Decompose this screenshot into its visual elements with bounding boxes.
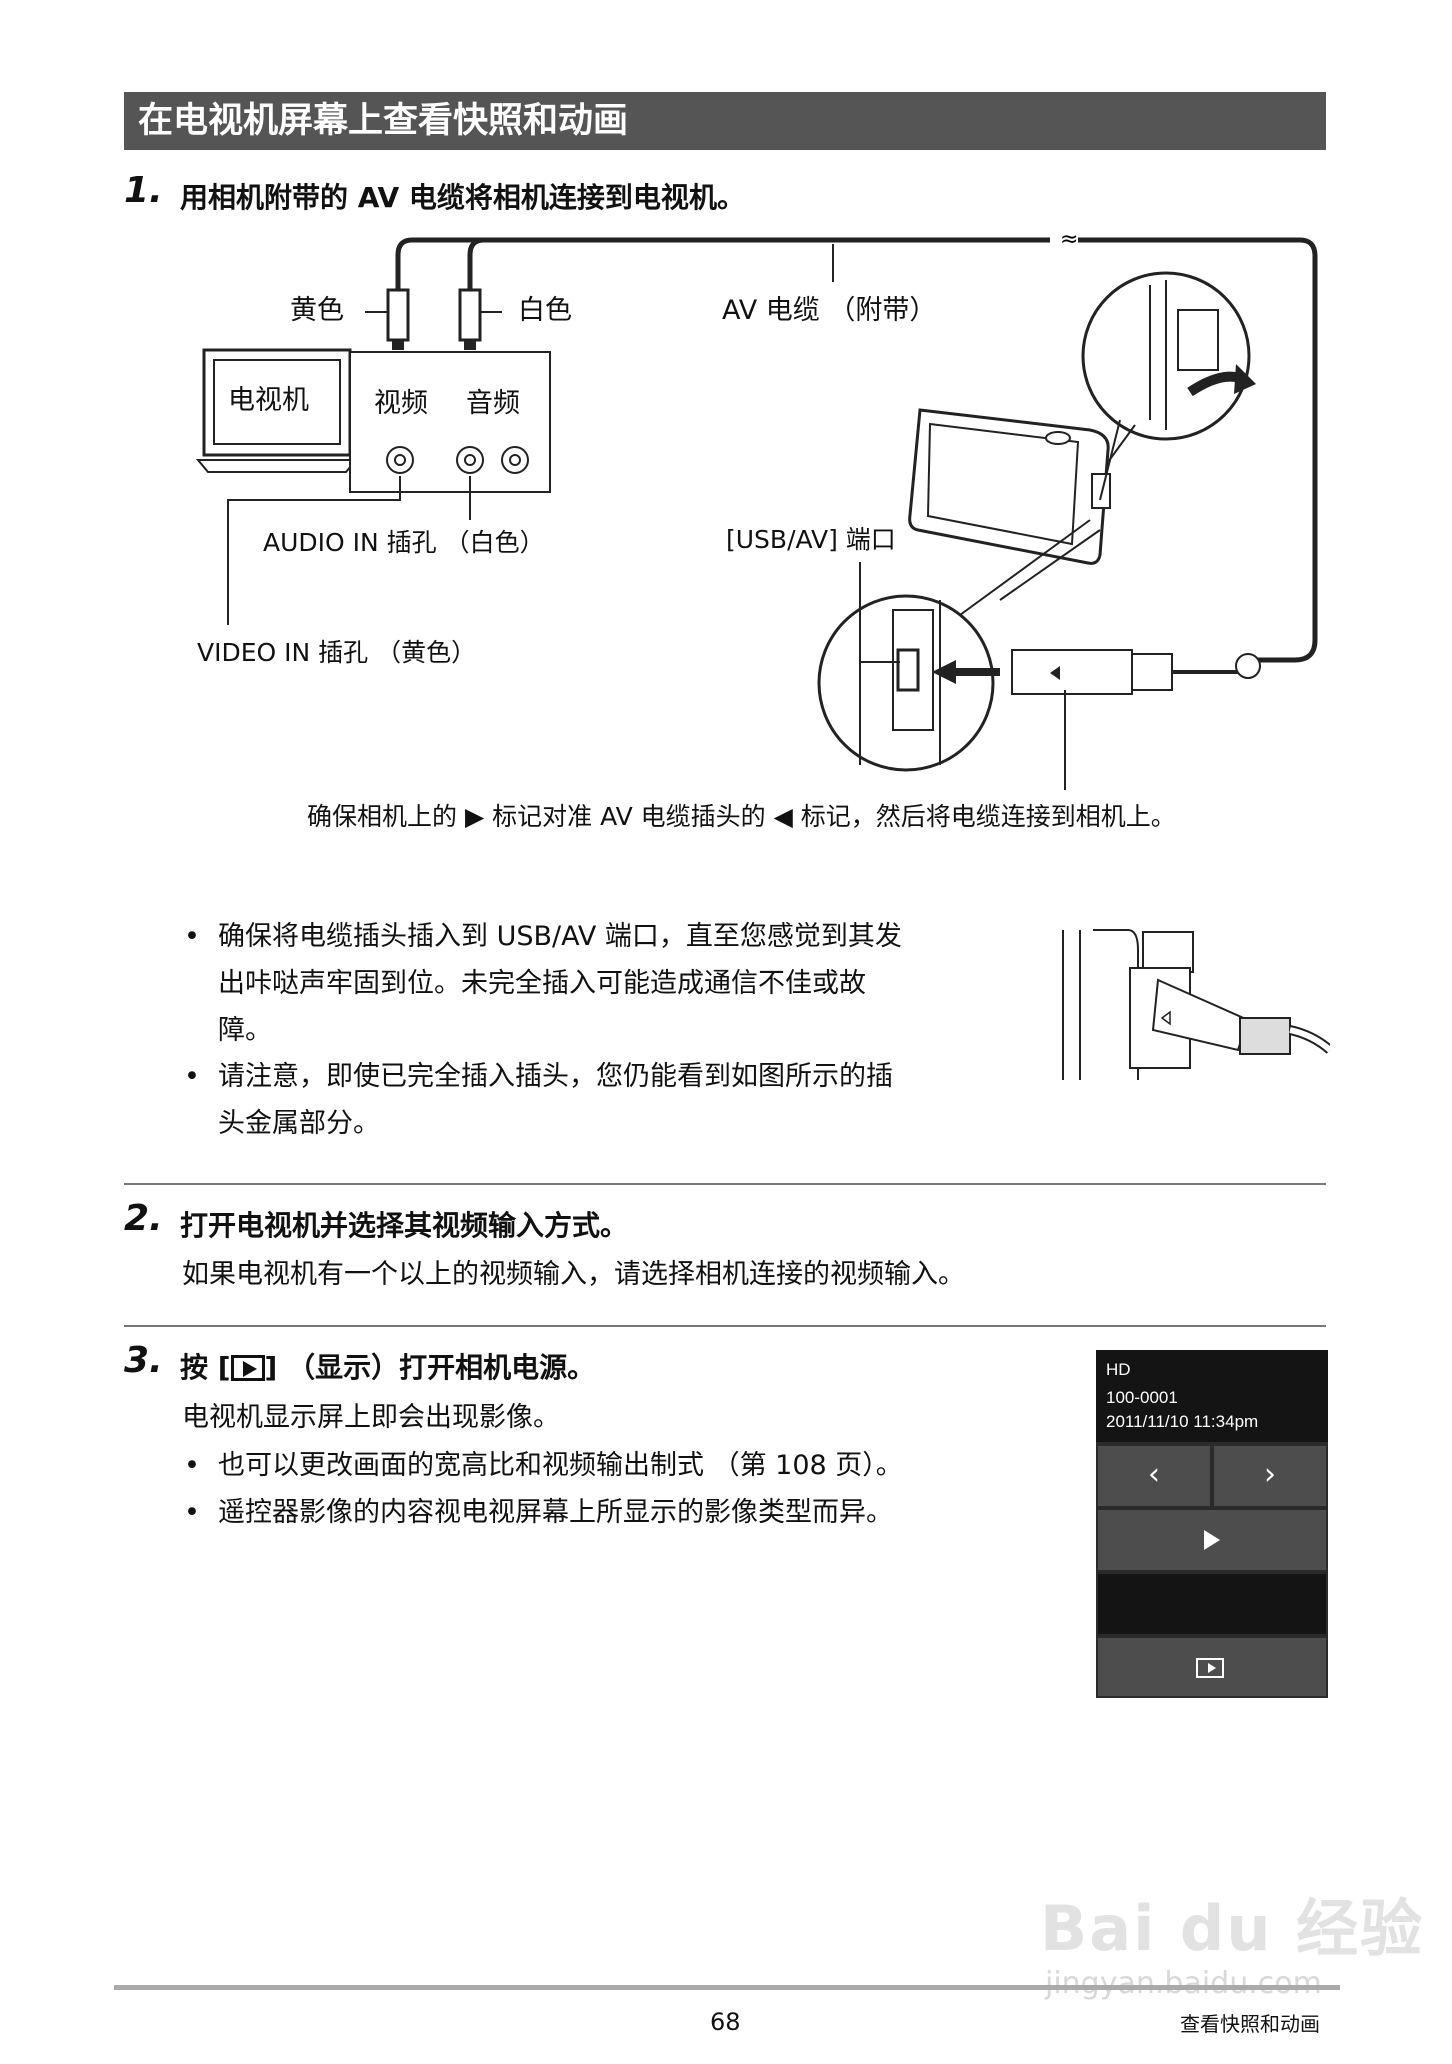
bullet-dot: • [184,921,200,952]
divider [124,1325,1326,1327]
chevron-left-icon: ‹ [1148,1457,1160,1492]
slideshow-button[interactable] [1098,1638,1326,1696]
label-yellow: 黄色 [290,295,344,326]
step2-body: 如果电视机有一个以上的视频输入，请选择相机连接的视频输入。 [182,1259,965,1290]
label-audio: 音频 [466,388,520,419]
play-button[interactable] [1098,1510,1326,1570]
step1-bullet-1: 确保将电缆插头插入到 USB/AV 端口，直至您感觉到其发 出咔哒声牢固到位。未… [218,921,902,1046]
footer-section: 查看快照和动画 [1180,2012,1320,2036]
label-white: 白色 [518,295,572,326]
label-video-in: VIDEO IN 插孔 （黄色） [197,638,477,667]
prev-button[interactable]: ‹ [1098,1446,1210,1506]
file-number: 100-0001 [1106,1388,1178,1407]
divider [124,1183,1326,1185]
label-video: 视频 [374,388,428,419]
section-title: 在电视机屏幕上查看快照和动画 [124,92,1326,150]
quality-label: HD [1106,1360,1131,1379]
step2-title: 打开电视机并选择其视频输入方式。 [180,1209,629,1242]
svg-text:≈: ≈ [1060,227,1078,252]
remote-screen: HD 100-0001 2011/11/10 11:34pm ‹ › [1096,1350,1328,1698]
bullet-dot: • [184,1450,200,1481]
step2-number: 2. [124,1198,163,1239]
step3-bullet-1: 也可以更改画面的宽高比和视频输出制式 （第 108 页）。 [218,1450,903,1481]
step3-title: 按 [] （显示）打开相机电源。 [180,1351,596,1384]
slideshow-icon [1196,1658,1224,1678]
slideshow-icon-play [1208,1663,1216,1673]
play-icon [1204,1530,1220,1550]
watermark-url: jingyan.baidu.com [1045,1966,1322,2001]
label-usb-port: [USB/AV] 端口 [726,525,896,554]
step1-bullet-2: 请注意，即使已完全插入插头，您仍能看到如图所示的插 头金属部分。 [218,1061,893,1139]
step1-title: 用相机附带的 AV 电缆将相机连接到电视机。 [180,181,745,214]
label-av-cable: AV 电缆 （附带） [722,295,937,326]
step3-number: 3. [124,1340,163,1381]
page-number: 68 [710,2008,741,2036]
info-area [1096,1350,1328,1442]
empty-slot [1098,1574,1326,1634]
plug-metal-illustration [1062,929,1330,1080]
label-audio-in: AUDIO IN 插孔 （白色） [263,528,545,557]
label-tv: 电视机 [228,385,309,416]
bullet-dot: • [184,1061,200,1092]
date-time: 2011/11/10 11:34pm [1106,1412,1259,1431]
step1-number: 1. [124,170,163,211]
step3-bullet-2: 遥控器影像的内容视电视屏幕上所显示的影像类型而异。 [218,1497,893,1528]
footer-rule [114,1985,1340,1990]
watermark-brand: Bai du 经验 [1040,1892,1425,1965]
diagram-caption: 确保相机上的 ▶ 标记对准 AV 电缆插头的 ◀ 标记，然后将电缆连接到相机上。 [307,802,1176,831]
next-button[interactable]: › [1214,1446,1326,1506]
chevron-right-icon: › [1264,1457,1276,1492]
bullet-dot: • [184,1497,200,1528]
step3-body: 电视机显示屏上即会出现影像。 [182,1402,560,1433]
play-icon [230,1355,265,1381]
connection-diagram: ≈ [195,227,1318,790]
